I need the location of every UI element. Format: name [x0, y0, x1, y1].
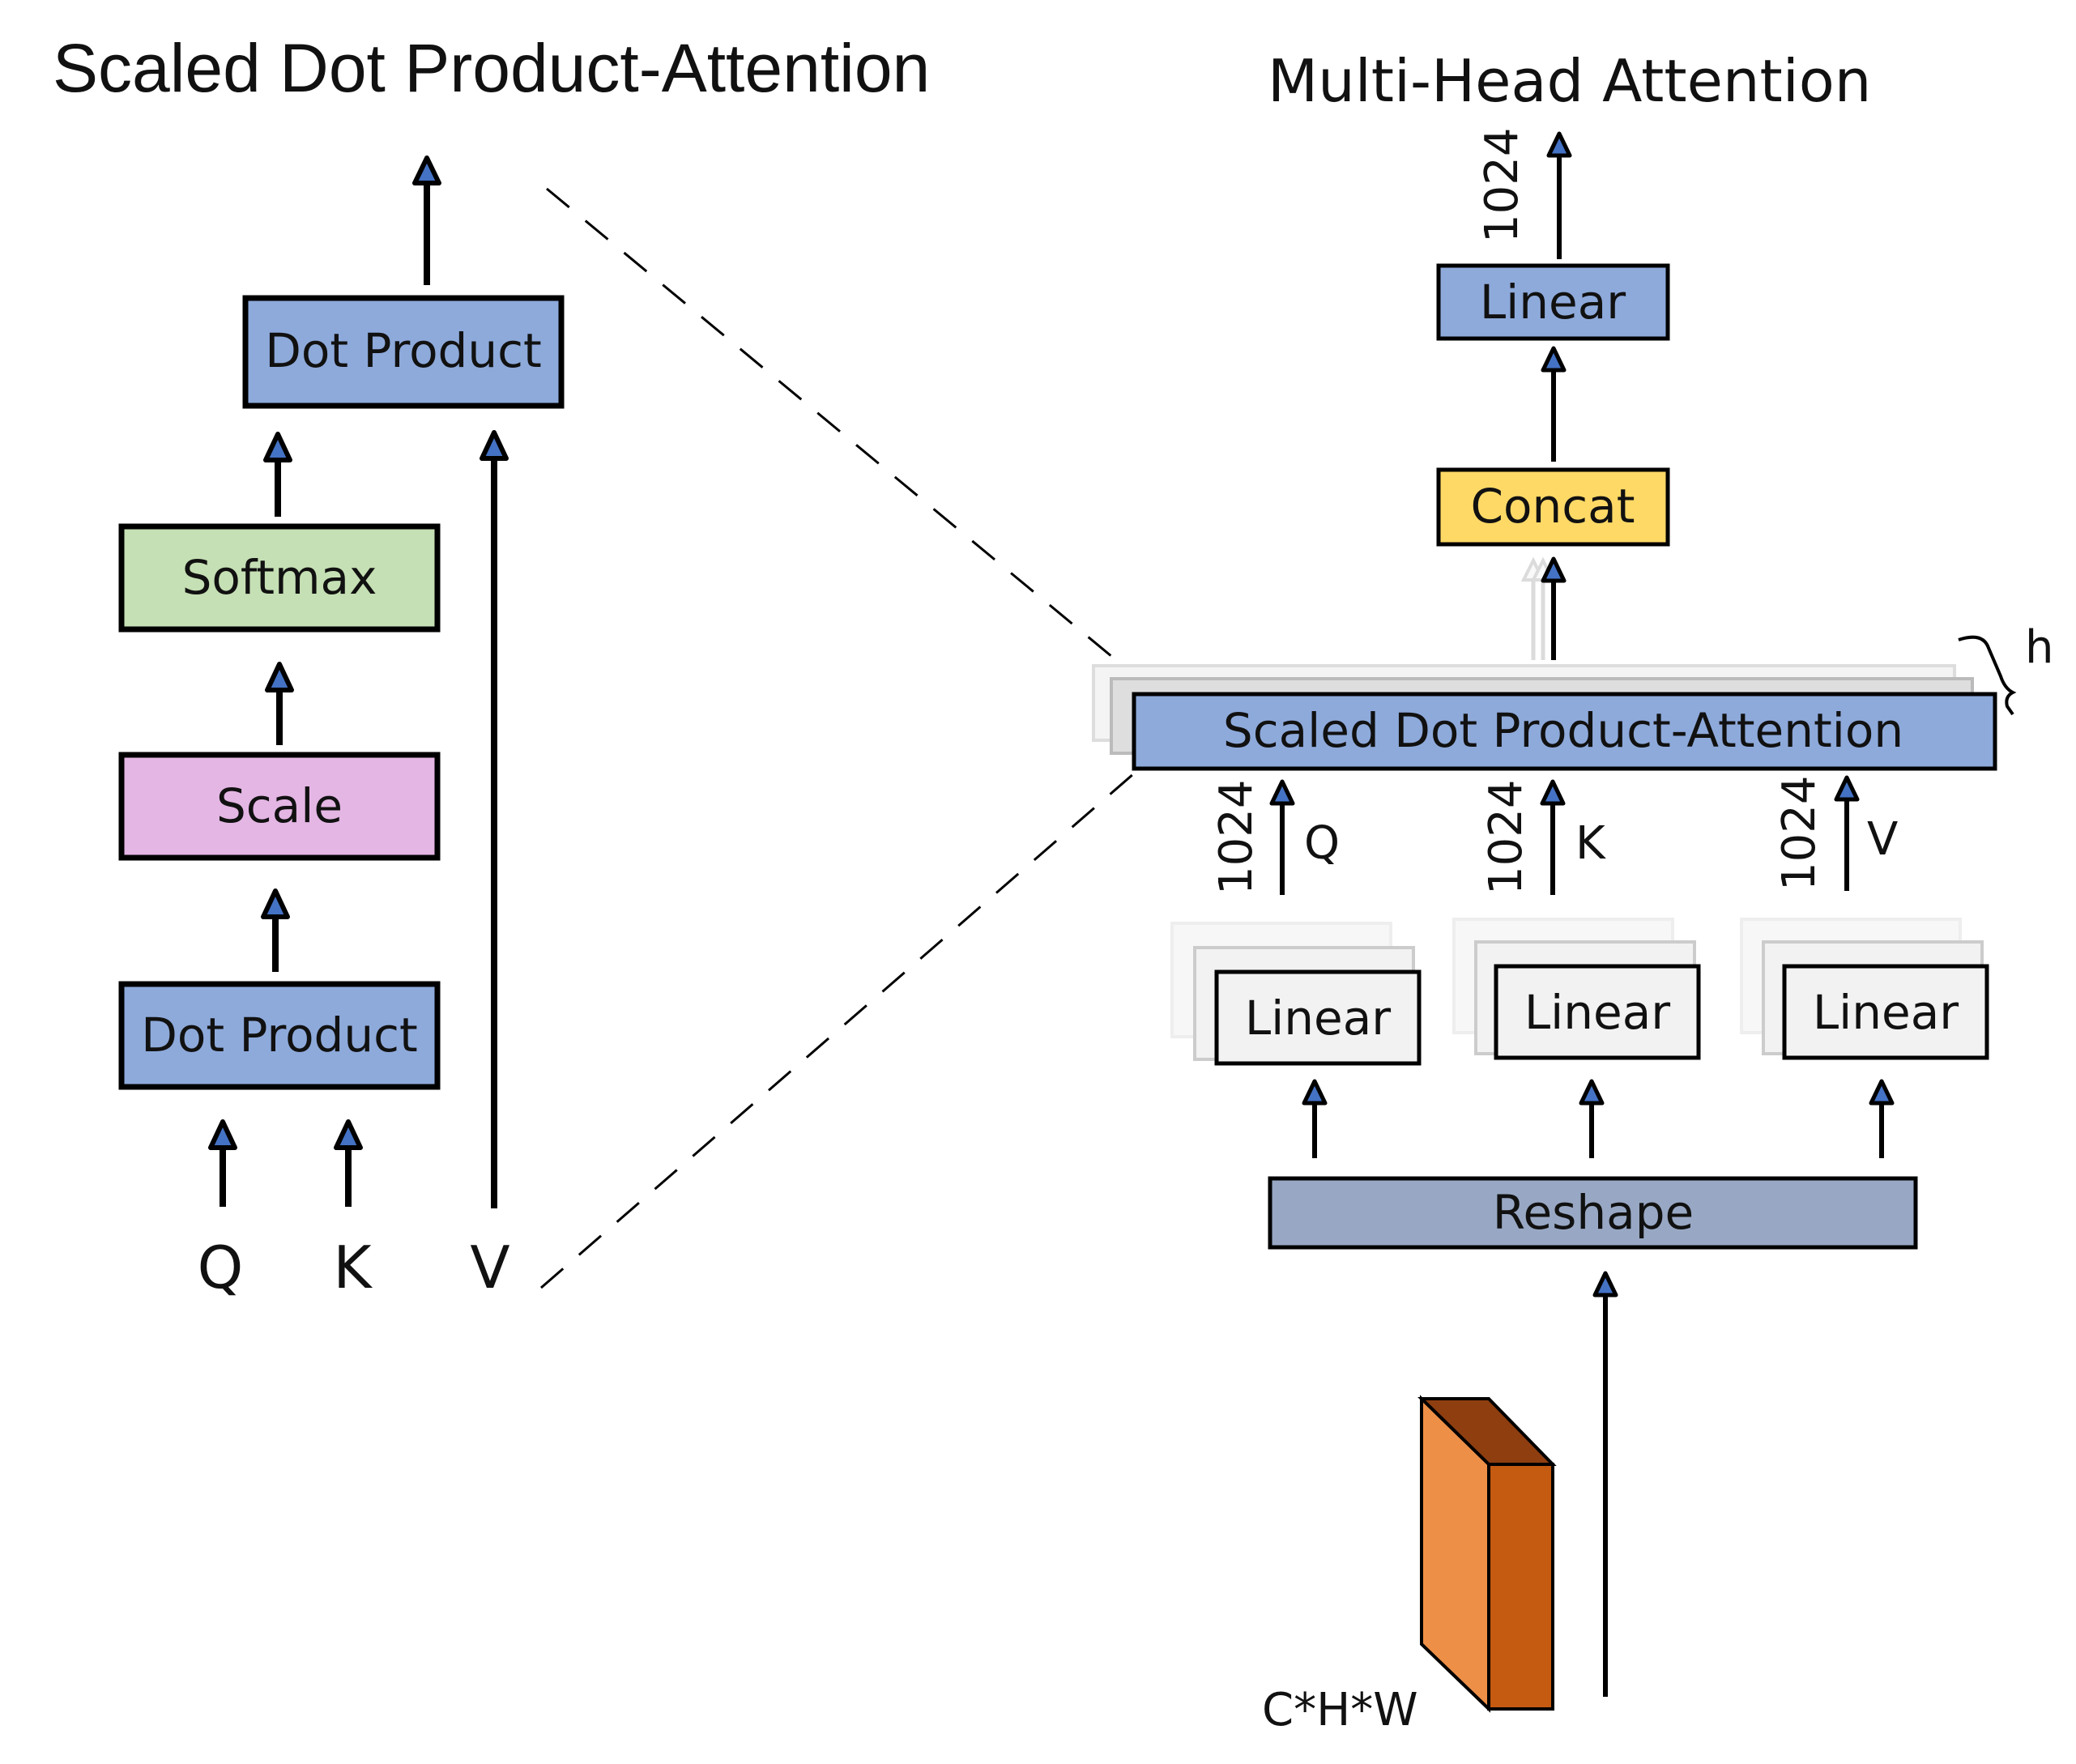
softmax-to-dotproduct-arrow [263, 432, 292, 517]
dot-product-top-label: Dot Product [265, 323, 542, 378]
dotproduct-to-scale-arrow [261, 888, 290, 972]
k-branch-dim: 1024 [1480, 779, 1532, 895]
v-input-label: V [470, 1234, 509, 1302]
softmax-box: Softmax [118, 523, 441, 633]
zoom-dashed-line-top [546, 187, 1127, 670]
concat-to-linear-arrow [1541, 346, 1567, 462]
v-long-arrow [480, 430, 509, 1208]
concat-box: Concat [1436, 467, 1670, 547]
linear-k-label: Linear [1524, 985, 1670, 1040]
mha-output-arrow [1546, 131, 1572, 259]
linear-v-label: Linear [1813, 985, 1959, 1040]
v-branch-arrow [1834, 775, 1860, 891]
linear-output-label: Linear [1480, 275, 1626, 330]
linear-v-box: Linear [1782, 964, 1989, 1060]
input-tensor-block [1417, 1395, 1557, 1713]
linear-q-label: Linear [1245, 991, 1391, 1046]
left-panel-title: Scaled Dot Product-Attention [53, 30, 930, 106]
softmax-label: Softmax [182, 550, 377, 605]
heads-label: h [2025, 621, 2054, 674]
scale-to-softmax-arrow [265, 662, 294, 745]
left-output-arrow [412, 156, 441, 285]
input-tensor-side [1487, 1463, 1554, 1711]
dot-product-bottom-label: Dot Product [141, 1008, 418, 1063]
q-branch-dim: 1024 [1210, 779, 1263, 895]
input-shape-label: C*H*W [1262, 1684, 1418, 1736]
v-branch-name: V [1867, 813, 1898, 866]
scale-box: Scale [118, 752, 441, 861]
q-branch-name: Q [1304, 817, 1340, 870]
q-branch-arrow [1269, 779, 1295, 895]
v-branch-dim: 1024 [1773, 775, 1826, 891]
linear-k-box: Linear [1494, 964, 1701, 1060]
concat-label: Concat [1471, 479, 1635, 534]
k-input-arrow [334, 1119, 363, 1207]
right-panel-title: Multi-Head Attention [1268, 47, 1871, 115]
reshape-to-linear-k-arrow [1579, 1079, 1605, 1158]
k-input-label: K [333, 1234, 373, 1302]
input-to-reshape-arrow [1592, 1271, 1618, 1697]
k-branch-name: K [1575, 817, 1606, 870]
zoom-dashed-line-bottom [540, 772, 1135, 1289]
linear-output-box: Linear [1436, 263, 1670, 341]
q-input-arrow [208, 1119, 237, 1207]
linear-q-box: Linear [1214, 969, 1422, 1066]
reshape-label: Reshape [1493, 1185, 1694, 1240]
sdpa-to-concat-arrow [1541, 556, 1567, 660]
heads-brace [1958, 635, 2017, 716]
scale-label: Scale [216, 778, 343, 833]
reshape-to-linear-q-arrow [1302, 1079, 1328, 1158]
q-input-label: Q [198, 1234, 244, 1302]
sdpa-label: Scaled Dot Product-Attention [1223, 703, 1903, 758]
dot-product-box-top: Dot Product [242, 295, 565, 409]
dot-product-box-bottom: Dot Product [118, 981, 441, 1090]
reshape-box: Reshape [1268, 1176, 1918, 1250]
sdpa-box: Scaled Dot Product-Attention [1132, 692, 1997, 771]
reshape-to-linear-v-arrow [1869, 1079, 1895, 1158]
k-branch-arrow [1540, 779, 1566, 895]
mha-output-dim: 1024 [1476, 127, 1528, 243]
